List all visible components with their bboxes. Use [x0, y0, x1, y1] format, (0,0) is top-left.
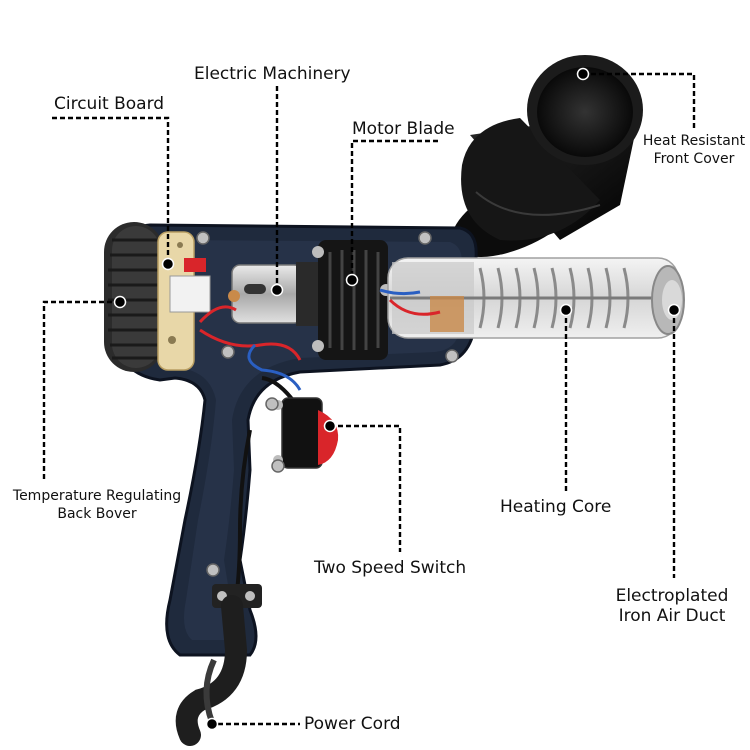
body-screws [196, 231, 459, 577]
label-front-cover-line-2: Front Cover [653, 151, 735, 167]
dot-front-cover [576, 67, 590, 81]
electric-motor [228, 262, 318, 326]
leader-circuit-board [52, 116, 170, 264]
label-temperature-regulating-back-cover: Temperature Regulating Back Bover [0, 487, 194, 523]
leader-front-cover [583, 72, 696, 128]
label-two-speed-switch: Two Speed Switch [314, 558, 467, 578]
dot-electric-machinery [270, 283, 284, 297]
label-air-duct-line-1: Electroplated [615, 586, 729, 606]
label-air-duct-line-2: Iron Air Duct [618, 606, 726, 626]
dot-power-cord [205, 717, 219, 731]
dot-heating-core [559, 303, 573, 317]
callout-dots [113, 67, 681, 731]
two-speed-switch [273, 397, 339, 469]
heating-core-tube [387, 257, 685, 339]
dot-circuit-board [161, 257, 175, 271]
label-power-cord: Power Cord [304, 714, 401, 734]
internal-wiring [198, 288, 441, 601]
label-electroplated-iron-air-duct: Electroplated Iron Air Duct [604, 586, 740, 626]
motor-blade-housing [312, 240, 392, 360]
dot-back-cover [113, 295, 127, 309]
power-cord [175, 584, 262, 746]
leader-two-speed-switch [330, 424, 402, 552]
dot-air-duct [667, 303, 681, 317]
back-cover-knob [104, 222, 164, 372]
label-back-cover-line-2: Back Bover [57, 506, 137, 522]
leader-lines [42, 72, 696, 726]
label-heat-resistant-front-cover: Heat Resistant Front Cover [638, 132, 750, 168]
label-back-cover-line-1: Temperature Regulating [12, 488, 182, 504]
leader-motor-blade [350, 139, 438, 280]
label-circuit-board: Circuit Board [54, 94, 165, 114]
label-motor-blade: Motor Blade [352, 119, 455, 139]
label-electric-machinery: Electric Machinery [194, 64, 351, 84]
front-cover [451, 55, 643, 258]
label-front-cover-line-1: Heat Resistant [642, 133, 746, 149]
dot-two-speed-switch [323, 419, 337, 433]
leader-back-cover [42, 300, 120, 482]
label-heating-core: Heating Core [500, 497, 612, 517]
dot-motor-blade [345, 273, 359, 287]
